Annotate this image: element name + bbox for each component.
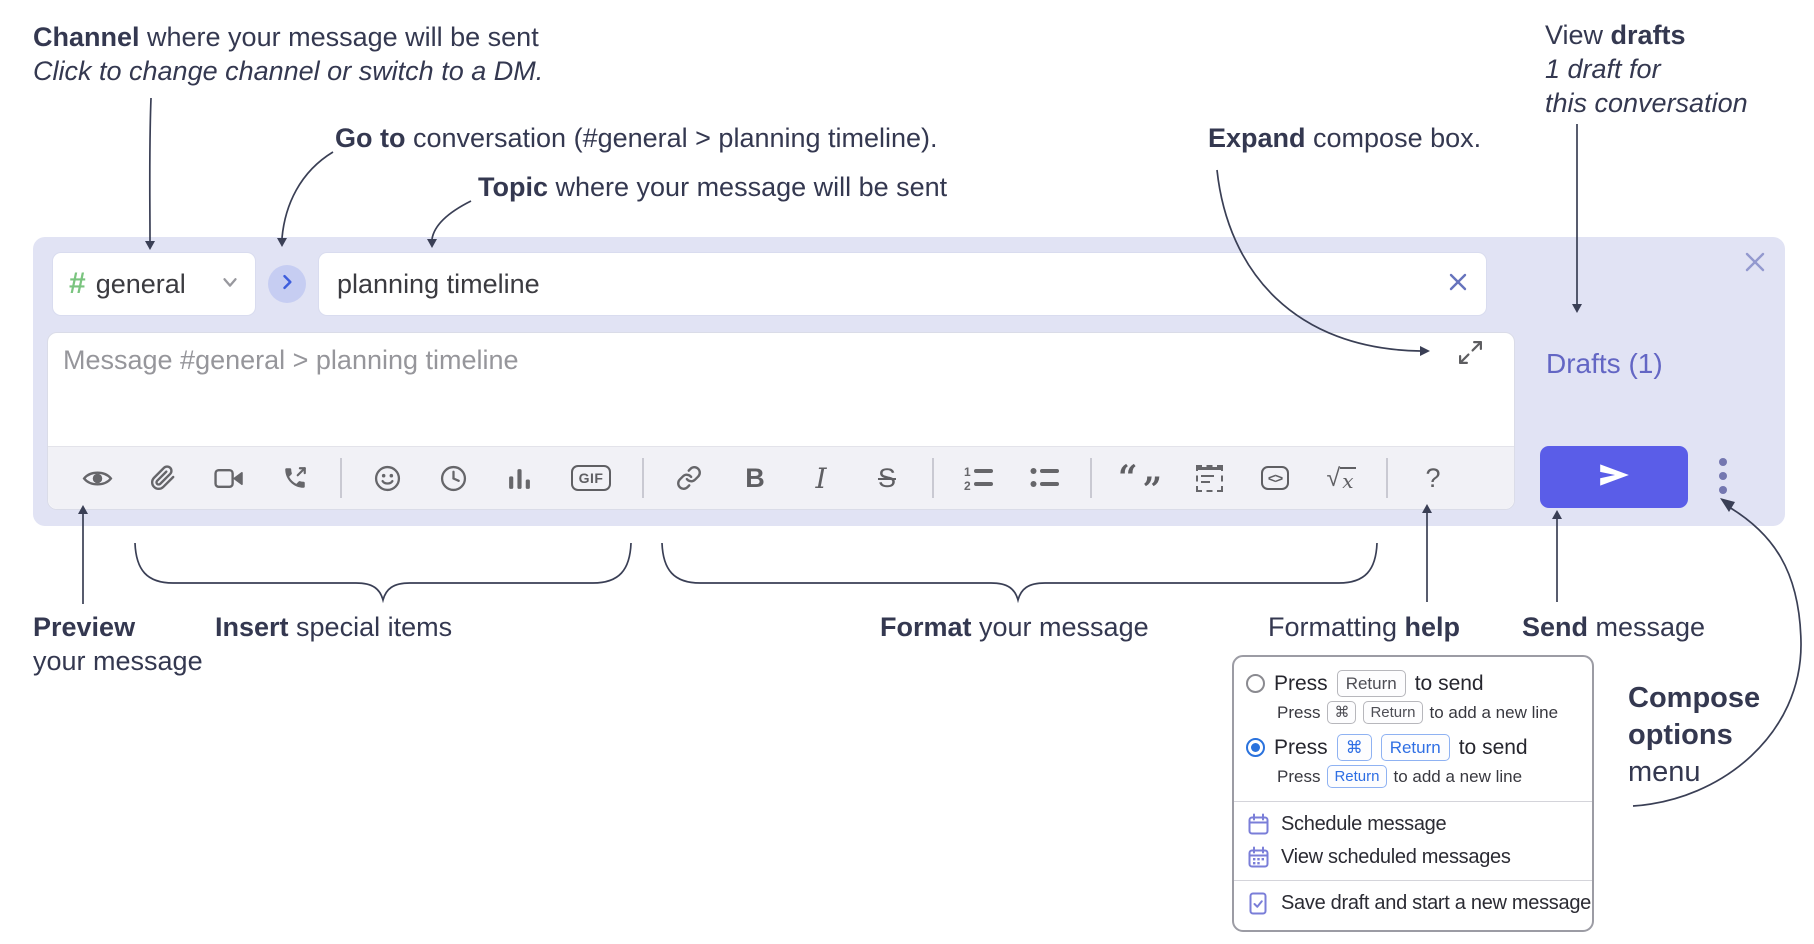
clear-topic-icon[interactable] bbox=[1446, 270, 1470, 299]
preview-annotation: Preview your message bbox=[33, 612, 203, 676]
poll-icon[interactable] bbox=[496, 455, 542, 501]
attach-file-icon[interactable] bbox=[140, 455, 186, 501]
channel-annotation: Channel where your message will be sent … bbox=[33, 22, 544, 86]
send-on-cmd-return-option[interactable]: Press ⌘ Return to send bbox=[1234, 731, 1592, 764]
view-scheduled-messages-item[interactable]: View scheduled messages bbox=[1234, 841, 1592, 874]
insert-annotation: Insert special items bbox=[215, 612, 453, 642]
save-draft-item[interactable]: Save draft and start a new message bbox=[1234, 887, 1592, 920]
time-icon[interactable] bbox=[430, 455, 476, 501]
return-keycap: Return bbox=[1380, 734, 1450, 761]
compose-options-annotation: Compose options menu bbox=[1628, 682, 1761, 788]
toolbar-divider bbox=[1386, 458, 1388, 498]
voice-call-icon[interactable] bbox=[272, 455, 318, 501]
formatting-help-annotation: Formatting help bbox=[1268, 612, 1461, 642]
topic-value: planning timeline bbox=[337, 268, 540, 299]
message-placeholder: Message #general > planning timeline bbox=[63, 345, 519, 375]
cmd-keycap: ⌘ bbox=[1336, 734, 1372, 761]
italic-icon[interactable]: I bbox=[815, 461, 827, 495]
send-button[interactable] bbox=[1540, 446, 1688, 508]
goto-annotation: Go to conversation (#general > planning … bbox=[335, 123, 938, 153]
return-keycap: Return bbox=[1336, 670, 1406, 697]
math-icon[interactable]: √x bbox=[1326, 463, 1356, 493]
quote-icon[interactable]: “” bbox=[1118, 458, 1162, 510]
channel-selector[interactable]: # general bbox=[52, 252, 256, 316]
close-compose-icon[interactable] bbox=[1740, 247, 1770, 277]
svg-text:1: 1 bbox=[964, 465, 971, 479]
send-annotation: Send message bbox=[1522, 612, 1706, 642]
go-to-conversation-button[interactable] bbox=[268, 265, 306, 303]
radio-unselected-icon[interactable] bbox=[1246, 674, 1265, 693]
strikethrough-icon[interactable]: S bbox=[877, 462, 896, 493]
compose-options-popup: Press Return to send Press ⌘ Return to a… bbox=[1232, 655, 1594, 932]
expand-compose-icon[interactable] bbox=[1457, 339, 1484, 371]
radio-selected-icon[interactable] bbox=[1246, 738, 1265, 757]
toolbar-divider bbox=[1090, 458, 1092, 498]
code-icon[interactable]: <> bbox=[1252, 455, 1298, 501]
preview-icon[interactable] bbox=[74, 455, 120, 501]
cmd-keycap: ⌘ bbox=[1327, 701, 1357, 724]
gif-icon[interactable]: GIF bbox=[562, 455, 620, 501]
calendar-grid-icon bbox=[1246, 846, 1270, 869]
expand-annotation: Expand compose box. bbox=[1208, 123, 1482, 153]
compose-box-panel: # general planning timeline Message #gen… bbox=[33, 237, 1785, 526]
send-plane-icon bbox=[1597, 460, 1631, 495]
send-on-return-option[interactable]: Press Return to send bbox=[1234, 667, 1592, 700]
toolbar-divider bbox=[932, 458, 934, 498]
emoji-icon[interactable] bbox=[364, 455, 410, 501]
chevron-right-icon bbox=[277, 272, 297, 297]
schedule-message-item[interactable]: Schedule message bbox=[1234, 808, 1592, 841]
toolbar-divider bbox=[340, 458, 342, 498]
format-annotation: Format your message bbox=[880, 612, 1149, 642]
return-keycap: Return bbox=[1327, 765, 1387, 788]
drafts-annotation: View drafts 1 draft for this conversatio… bbox=[1545, 20, 1748, 118]
topic-annotation: Topic where your message will be sent bbox=[478, 172, 948, 202]
send-on-return-subtext: Press ⌘ Return to add a new line bbox=[1234, 700, 1592, 731]
message-input[interactable]: Message #general > planning timeline bbox=[47, 332, 1515, 510]
chevron-down-icon bbox=[219, 271, 241, 298]
bulleted-list-icon[interactable] bbox=[1022, 455, 1068, 501]
calendar-icon bbox=[1246, 813, 1270, 836]
bold-icon[interactable]: B bbox=[745, 462, 765, 493]
return-keycap: Return bbox=[1363, 701, 1423, 724]
message-formatting-help-icon[interactable]: ? bbox=[1425, 462, 1441, 493]
spoiler-icon[interactable] bbox=[1186, 455, 1232, 501]
menu-divider bbox=[1234, 801, 1592, 802]
channel-hash-icon: # bbox=[69, 267, 86, 300]
save-draft-icon bbox=[1246, 892, 1270, 915]
svg-text:2: 2 bbox=[964, 479, 971, 491]
channel-name: general bbox=[95, 268, 186, 299]
compose-options-menu-icon[interactable] bbox=[1713, 458, 1733, 494]
toolbar-divider bbox=[642, 458, 644, 498]
send-on-cmd-return-subtext: Press Return to add a new line bbox=[1234, 764, 1592, 795]
topic-input[interactable]: planning timeline bbox=[318, 252, 1487, 316]
channel-annotation-sub: Click to change channel or switch to a D… bbox=[33, 56, 544, 86]
channel-annotation-bold: Channel bbox=[33, 22, 140, 52]
drafts-link[interactable]: Drafts (1) bbox=[1546, 348, 1663, 379]
video-call-icon[interactable] bbox=[206, 455, 252, 501]
menu-divider bbox=[1234, 880, 1592, 881]
link-icon[interactable] bbox=[666, 455, 712, 501]
